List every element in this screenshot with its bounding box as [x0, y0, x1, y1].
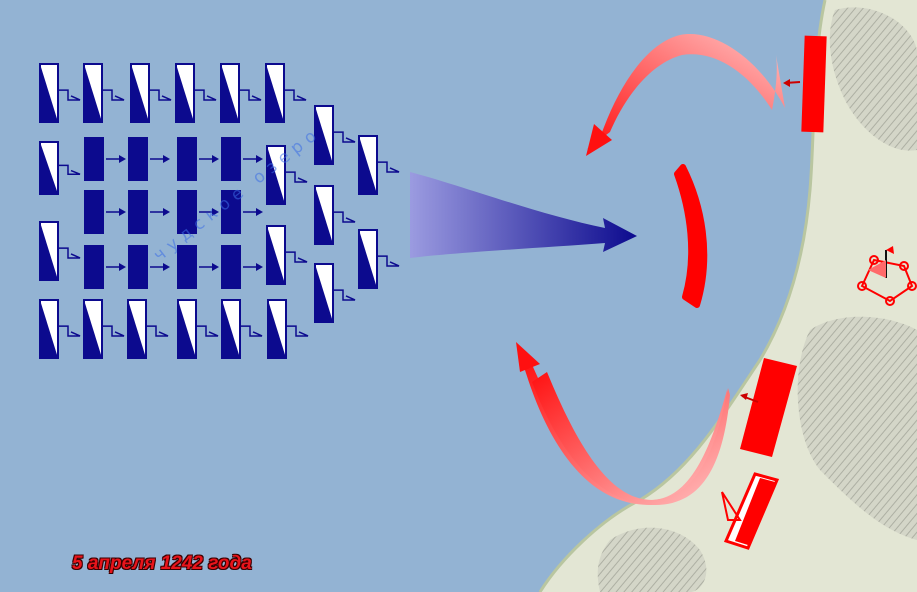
infantry-unit [84, 137, 126, 181]
knight-unit [83, 299, 125, 359]
novgorod-center-line [674, 164, 708, 308]
novgorod-unit-north [783, 35, 827, 133]
teutonic-formation [39, 63, 400, 359]
teutonic-attack-arrow [410, 172, 637, 258]
knight-unit [314, 185, 356, 245]
knight-unit [267, 299, 309, 359]
knight-unit [265, 63, 307, 123]
knight-unit [266, 225, 308, 285]
knight-unit [314, 263, 356, 323]
knight-unit [221, 299, 263, 359]
novgorod-flank-arrowhead-north [586, 124, 612, 156]
hills [597, 7, 917, 592]
infantry-unit [221, 137, 263, 181]
infantry-unit [128, 137, 170, 181]
knight-unit [39, 63, 81, 123]
knight-unit [220, 63, 262, 123]
knight-unit [39, 221, 81, 281]
infantry-unit [128, 190, 170, 234]
infantry-unit [128, 245, 170, 289]
novgorod-flank-arrow-south-body [532, 372, 730, 505]
novgorod-flank-arrowhead-south [516, 342, 540, 372]
knight-unit [130, 63, 172, 123]
date-caption: 5 апреля 1242 года [72, 553, 252, 574]
infantry-unit [177, 245, 219, 289]
novgorod-unit-south [740, 358, 797, 457]
knight-unit [39, 141, 81, 195]
knight-unit [39, 299, 81, 359]
infantry-unit [84, 245, 126, 289]
infantry-unit [221, 245, 263, 289]
knight-unit [266, 145, 308, 205]
infantry-unit [84, 190, 126, 234]
knight-unit [127, 299, 169, 359]
knight-unit [175, 63, 217, 123]
knight-unit [177, 299, 219, 359]
knight-unit [83, 63, 125, 123]
infantry-unit [177, 137, 219, 181]
knight-unit [314, 105, 356, 165]
infantry-unit [177, 190, 219, 234]
knight-unit [358, 229, 400, 289]
novgorod-flank-arrow-north [586, 34, 785, 150]
knight-unit [358, 135, 400, 195]
novgorod-commander-unit [721, 472, 780, 550]
infantry-unit [221, 190, 263, 234]
commander-position-icon [857, 246, 917, 306]
